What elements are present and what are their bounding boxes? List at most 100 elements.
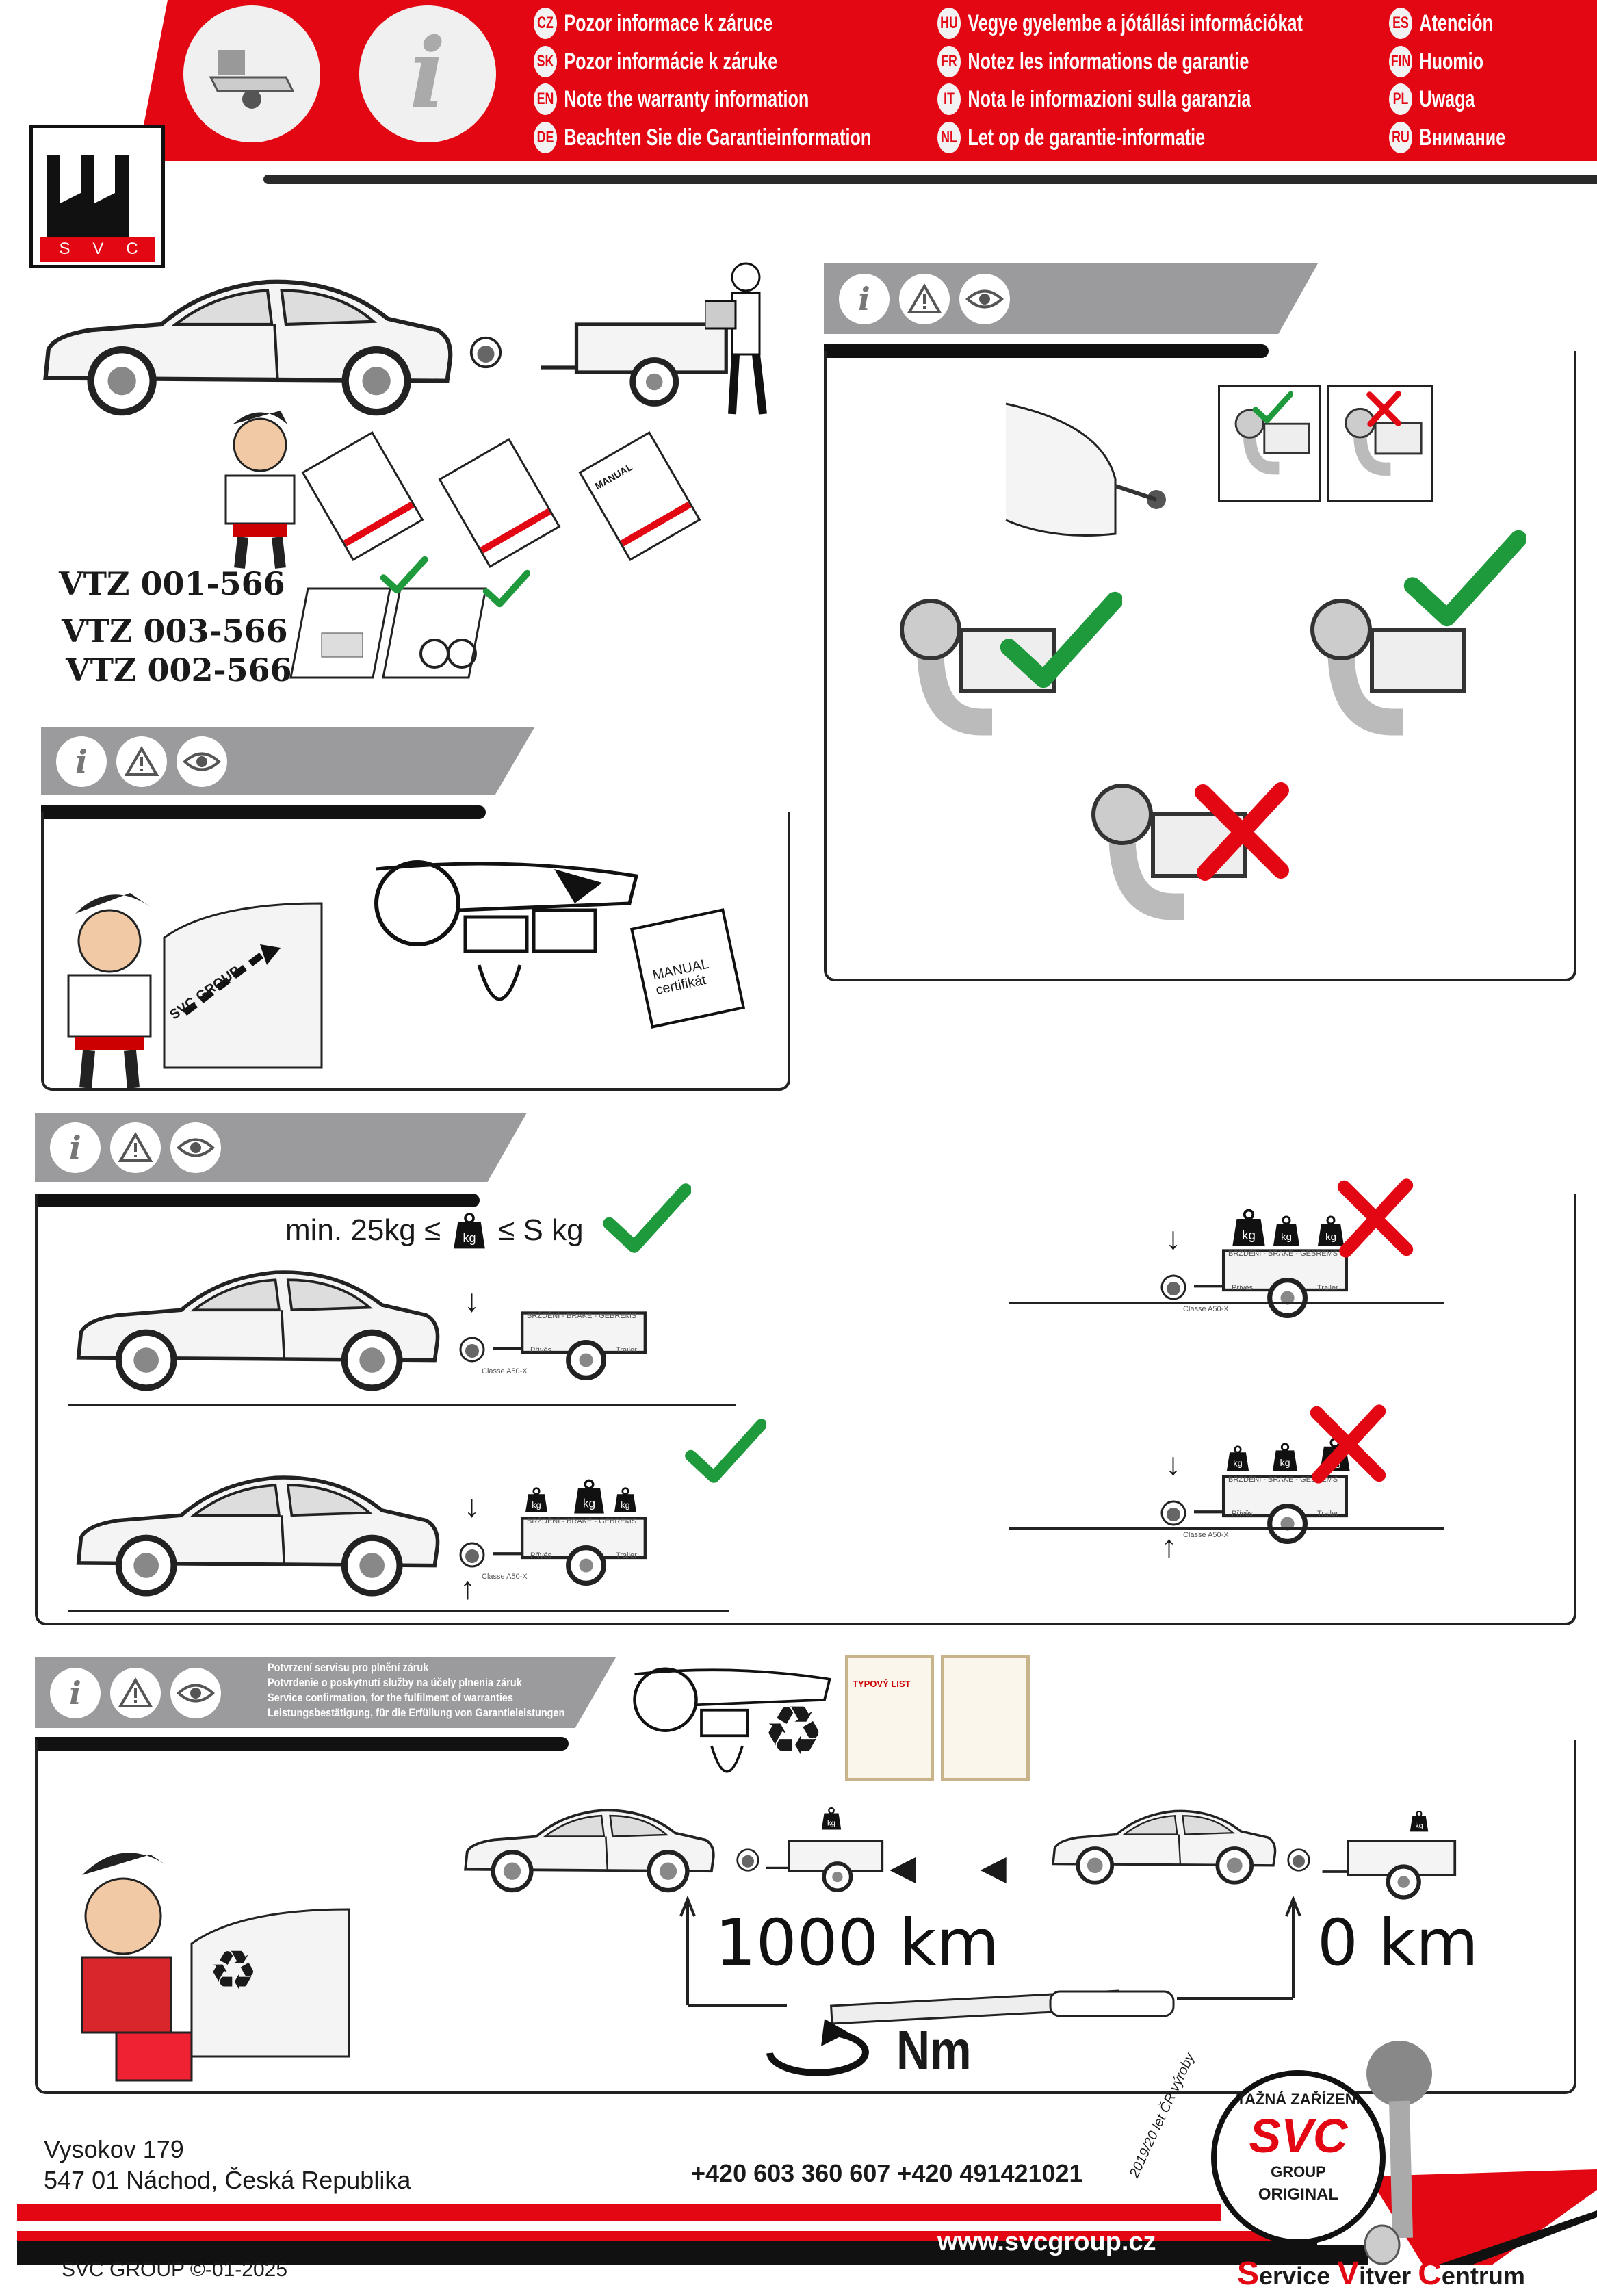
trailer-en-label: Trailer	[1317, 1509, 1338, 1518]
car-illustration	[68, 1259, 445, 1399]
eye-icon	[177, 736, 227, 787]
language-badge: PL	[1389, 83, 1413, 115]
weight-icon	[614, 1487, 637, 1512]
dashboard-glovebox-illustration	[374, 860, 639, 1001]
notice-text: Note the warranty information	[564, 86, 809, 112]
car-illustration	[1009, 1246, 1146, 1296]
direction-arrows: ◀ ◀	[890, 1848, 1034, 1887]
cross-icon	[1191, 780, 1293, 883]
distance-start: 0 km	[1317, 1906, 1479, 1981]
logo-letter: S	[59, 240, 70, 258]
manual-storage-panel	[41, 812, 790, 1091]
section-divider	[824, 344, 1269, 358]
wrong-hitch-inset	[1327, 385, 1433, 502]
weight-icon	[573, 1479, 605, 1514]
trailer-illustration	[766, 1834, 886, 1896]
towball-icon	[1160, 1274, 1187, 1301]
check-icon	[684, 1417, 766, 1485]
notice-text: Huomio	[1419, 48, 1484, 75]
distance-after: 1000 km	[715, 1906, 1000, 1981]
model-number: VTZ 003-566	[62, 612, 288, 649]
model-number: VTZ 002-566	[66, 652, 292, 688]
towball-icon	[1160, 1499, 1187, 1527]
language-badge: FR	[937, 46, 961, 77]
info-icon: i	[359, 5, 496, 142]
language-badge: FIN	[1389, 46, 1413, 77]
language-badge: DE	[534, 122, 558, 153]
header-divider	[263, 175, 1597, 184]
notice-text: Atención	[1419, 10, 1494, 36]
language-badge: HU	[937, 8, 961, 39]
trailer-label: BRŽDĚNÍ - BRAKE - GEBREMS	[527, 1311, 637, 1320]
check-icon	[999, 589, 1122, 691]
instructions-document	[941, 1655, 1030, 1781]
trailer-en-label: Trailer	[616, 1551, 637, 1560]
section-header-band: i	[35, 1113, 527, 1182]
manual-booklet: MANUAL	[578, 431, 701, 561]
cross-icon	[1307, 1403, 1389, 1485]
notice-text: Notez les informations de garantie	[968, 48, 1249, 75]
arrow-up: ↑	[460, 1569, 476, 1605]
trailer-illustration	[541, 315, 732, 411]
footer-bottom-band	[17, 2231, 1317, 2260]
eye-icon	[959, 273, 1010, 324]
phone-numbers: +420 603 360 607 +420 491421021	[691, 2159, 1083, 2187]
slogan: Service Vitver Centrum	[1237, 2256, 1525, 2292]
check-icon	[602, 1181, 691, 1256]
warning-icon	[116, 736, 167, 787]
notice-text: Nota le informazioni sulla garanzia	[968, 86, 1251, 112]
ground-line	[1009, 1302, 1444, 1304]
trailer-cz-label: Přívěs	[530, 1345, 552, 1354]
trailer-cz-label: Přívěs	[530, 1551, 552, 1560]
language-badge: ES	[1389, 8, 1413, 39]
notice-text: Pozor informace k záruce	[564, 10, 773, 36]
towball-icon	[458, 1541, 486, 1569]
car-after-1000km	[458, 1800, 718, 1899]
car-illustration	[1009, 1471, 1146, 1522]
trailer-option-box	[289, 587, 487, 679]
ground-line	[68, 1609, 729, 1612]
car-with-trailer-illustration	[34, 267, 458, 424]
ball-label: Classe A50-X	[1183, 1304, 1229, 1313]
trailer-label: BRŽDĚNÍ - BRAKE - GEBREMS	[527, 1517, 637, 1525]
info-icon: i	[50, 1667, 101, 1718]
ball-label: Classe A50-X	[482, 1367, 528, 1376]
website-link[interactable]: www.svcgroup.cz	[937, 2228, 1156, 2256]
eye-icon	[170, 1122, 221, 1173]
trailer-en-label: Trailer	[1317, 1283, 1338, 1292]
trailer-cz-label: Přívěs	[1232, 1283, 1254, 1292]
car-rear-with-hitch	[1005, 402, 1166, 537]
weight-icon	[1273, 1215, 1300, 1246]
car-illustration	[68, 1465, 445, 1604]
trailer-label: BRŽDĚNÍ - BRAKE - GEBREMS	[1228, 1249, 1338, 1258]
eye-icon	[170, 1667, 221, 1718]
type-certificate-document: TYPOVÝ LIST	[845, 1655, 934, 1781]
notice-text: Pozor informácie k záruke	[564, 48, 778, 75]
notice-text: Внимание	[1419, 124, 1506, 151]
info-icon: i	[839, 273, 890, 324]
arrow-down: ↓	[464, 1282, 480, 1318]
weight-icon	[1226, 1445, 1249, 1471]
section-divider	[35, 1194, 480, 1207]
towbar-ball-graphic	[1364, 2041, 1432, 2265]
ground-line	[68, 1404, 736, 1406]
warning-icon	[110, 1122, 161, 1173]
trailer-illustration	[1317, 1834, 1464, 1902]
manual-booklet	[438, 438, 561, 568]
mascot-with-manual	[67, 893, 152, 1089]
cross-icon	[1334, 1177, 1416, 1259]
warning-icon	[899, 273, 950, 324]
trailer-icon	[183, 5, 320, 142]
arrow-down: ↓	[464, 1487, 480, 1523]
weight-icon	[1272, 1443, 1298, 1471]
section-divider	[35, 1737, 569, 1751]
